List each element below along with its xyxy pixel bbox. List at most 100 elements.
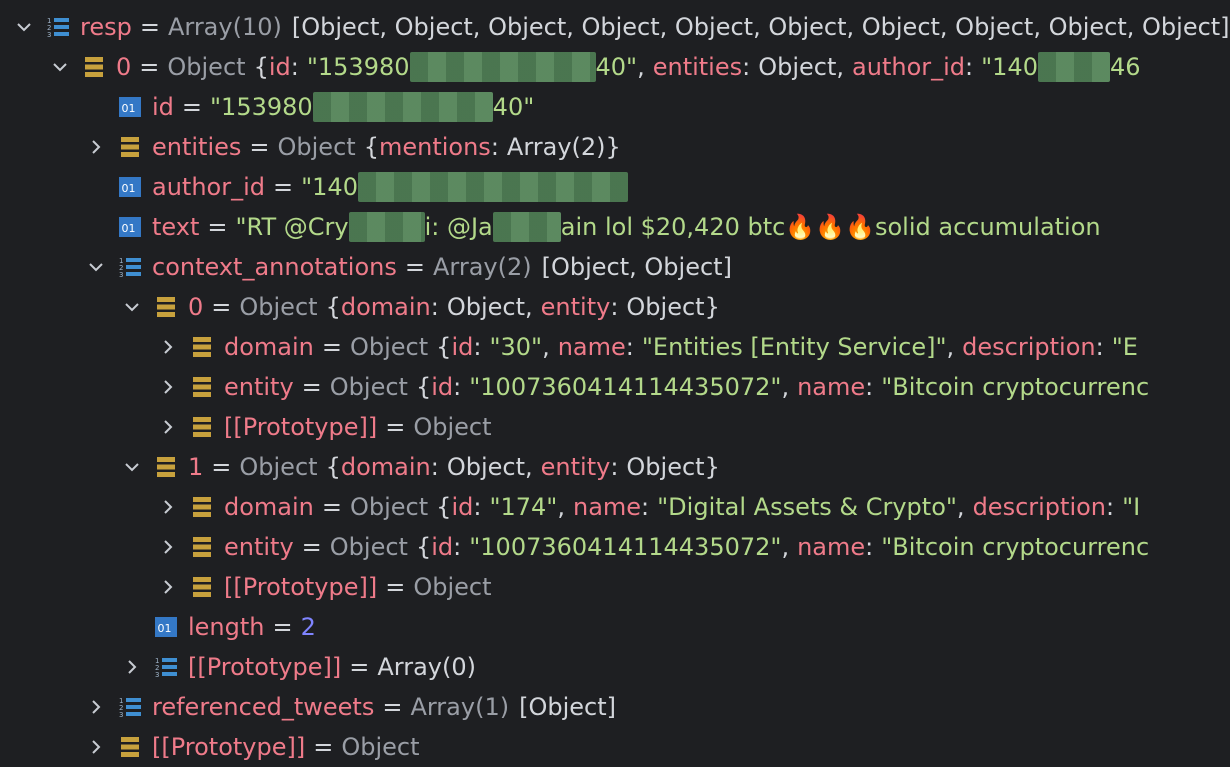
redaction-blur <box>348 212 425 242</box>
preview-value: "1007360414114435072" <box>469 533 782 561</box>
value: i: @Ja <box>424 213 493 241</box>
preview-key: id <box>431 373 454 401</box>
preview-key: domain <box>340 293 431 321</box>
svg-text:1: 1 <box>47 17 51 25</box>
brace: { <box>436 493 452 521</box>
equals: = <box>273 173 294 201</box>
colon: : <box>490 133 499 161</box>
chevron-right-icon[interactable] <box>154 373 182 401</box>
preview-key: domain <box>340 453 431 481</box>
chevron-right-icon[interactable] <box>154 573 182 601</box>
object-icon <box>190 495 214 519</box>
chevron-right-icon[interactable] <box>82 133 110 161</box>
svg-text:1: 1 <box>119 257 123 265</box>
colon: : <box>430 293 439 321</box>
tree-row-annotation-1[interactable]: 1 = Object { domain: Object, entity: Obj… <box>0 447 1158 487</box>
redaction-blur <box>1037 52 1110 82</box>
tree-row-annotation-0-entity[interactable]: entity = Object { id: "10073604141144350… <box>0 367 1158 407</box>
tree-row-length[interactable]: 01 length = 2 <box>0 607 1158 647</box>
type: Object <box>239 453 318 481</box>
tree-row-annotation-1-prototype[interactable]: [[Prototype]] = Object <box>0 567 1158 607</box>
equals: = <box>272 613 293 641</box>
chevron-down-icon[interactable] <box>118 453 146 481</box>
chevron-down-icon[interactable] <box>10 13 38 41</box>
redaction-blur <box>492 212 561 242</box>
type: Array(10) <box>167 13 282 41</box>
chevron-right-icon[interactable] <box>82 733 110 761</box>
type: Object <box>341 733 420 761</box>
preview-value: "140 <box>981 53 1038 81</box>
chevron-right-icon[interactable] <box>154 413 182 441</box>
colon: : <box>742 53 751 81</box>
tree-row-id[interactable]: 01 id = "153980 40" <box>0 87 1158 127</box>
brace: { <box>415 533 432 561</box>
value: solid accumulation <box>874 213 1101 241</box>
brace: { <box>415 373 432 401</box>
tree-row-annotation-0[interactable]: 0 = Object { domain: Object, entity: Obj… <box>0 287 1158 327</box>
type: Object <box>167 53 246 81</box>
tree-row-item-0-prototype[interactable]: [[Prototype]] = Object <box>0 727 1158 767</box>
preview-value: Object <box>626 453 705 481</box>
chevron-right-icon[interactable] <box>154 493 182 521</box>
svg-text:2: 2 <box>119 704 123 712</box>
equals: = <box>382 693 403 721</box>
object-icon <box>118 135 142 159</box>
chevron-down-icon[interactable] <box>46 53 74 81</box>
type: Object <box>350 333 429 361</box>
colon: : <box>625 333 634 361</box>
object-icon <box>82 55 106 79</box>
preview-value: "30" <box>489 333 543 361</box>
type: Object <box>329 373 408 401</box>
value: 40" <box>492 93 535 121</box>
chevron-right-icon[interactable] <box>154 333 182 361</box>
svg-text:3: 3 <box>119 271 123 279</box>
comma: , <box>525 293 533 321</box>
tree-row-annotation-1-domain[interactable]: domain = Object { id: "174", name: "Digi… <box>0 487 1158 527</box>
equals: = <box>349 653 370 681</box>
equals: = <box>207 213 228 241</box>
tree-row-author-id[interactable]: 01 author_id = "140 <box>0 167 1158 207</box>
object-icon <box>118 735 142 759</box>
redaction-blur <box>409 52 596 82</box>
colon: : <box>473 333 482 361</box>
tree-row-annotation-0-prototype[interactable]: [[Prototype]] = Object <box>0 407 1158 447</box>
equals: = <box>181 93 203 121</box>
svg-text:2: 2 <box>119 264 123 272</box>
equals: = <box>139 53 160 81</box>
comma: , <box>781 373 790 401</box>
tree-row-text[interactable]: 01 text = "RT @Cry i: @Ja ain lol $20,42… <box>0 207 1158 247</box>
chevron-right-icon[interactable] <box>154 533 182 561</box>
svg-text:01: 01 <box>122 102 136 115</box>
key: length <box>188 613 265 641</box>
chevron-right-icon[interactable] <box>82 693 110 721</box>
svg-text:01: 01 <box>122 182 136 195</box>
key: 1 <box>188 453 204 481</box>
tree-row-annotation-0-domain[interactable]: domain = Object { id: "30", name: "Entit… <box>0 327 1158 367</box>
tree-row-annotation-1-entity[interactable]: entity = Object { id: "10073604141144350… <box>0 527 1158 567</box>
value: "RT @Cry <box>235 213 349 241</box>
colon: : <box>865 373 874 401</box>
tree-row-entities[interactable]: entities = Object { mentions: Array(2)} <box>0 127 1158 167</box>
brace: { <box>253 53 269 81</box>
tree-row-item-0[interactable]: 0 = Object { id: "153980 40", entities: … <box>0 47 1158 87</box>
preview-key: entity <box>540 453 611 481</box>
svg-text:2: 2 <box>47 24 51 32</box>
equals: = <box>321 333 342 361</box>
value: ain lol $20,420 btc <box>560 213 786 241</box>
chevron-right-icon[interactable] <box>118 653 146 681</box>
brace: { <box>325 453 341 481</box>
colon: : <box>453 373 462 401</box>
preview-key: id <box>431 533 454 561</box>
chevron-down-icon[interactable] <box>118 293 146 321</box>
preview-key: name <box>797 533 866 561</box>
chevron-down-icon[interactable] <box>82 253 110 281</box>
key: domain <box>224 333 314 361</box>
key: entity <box>224 373 294 401</box>
svg-text:2: 2 <box>155 664 159 672</box>
